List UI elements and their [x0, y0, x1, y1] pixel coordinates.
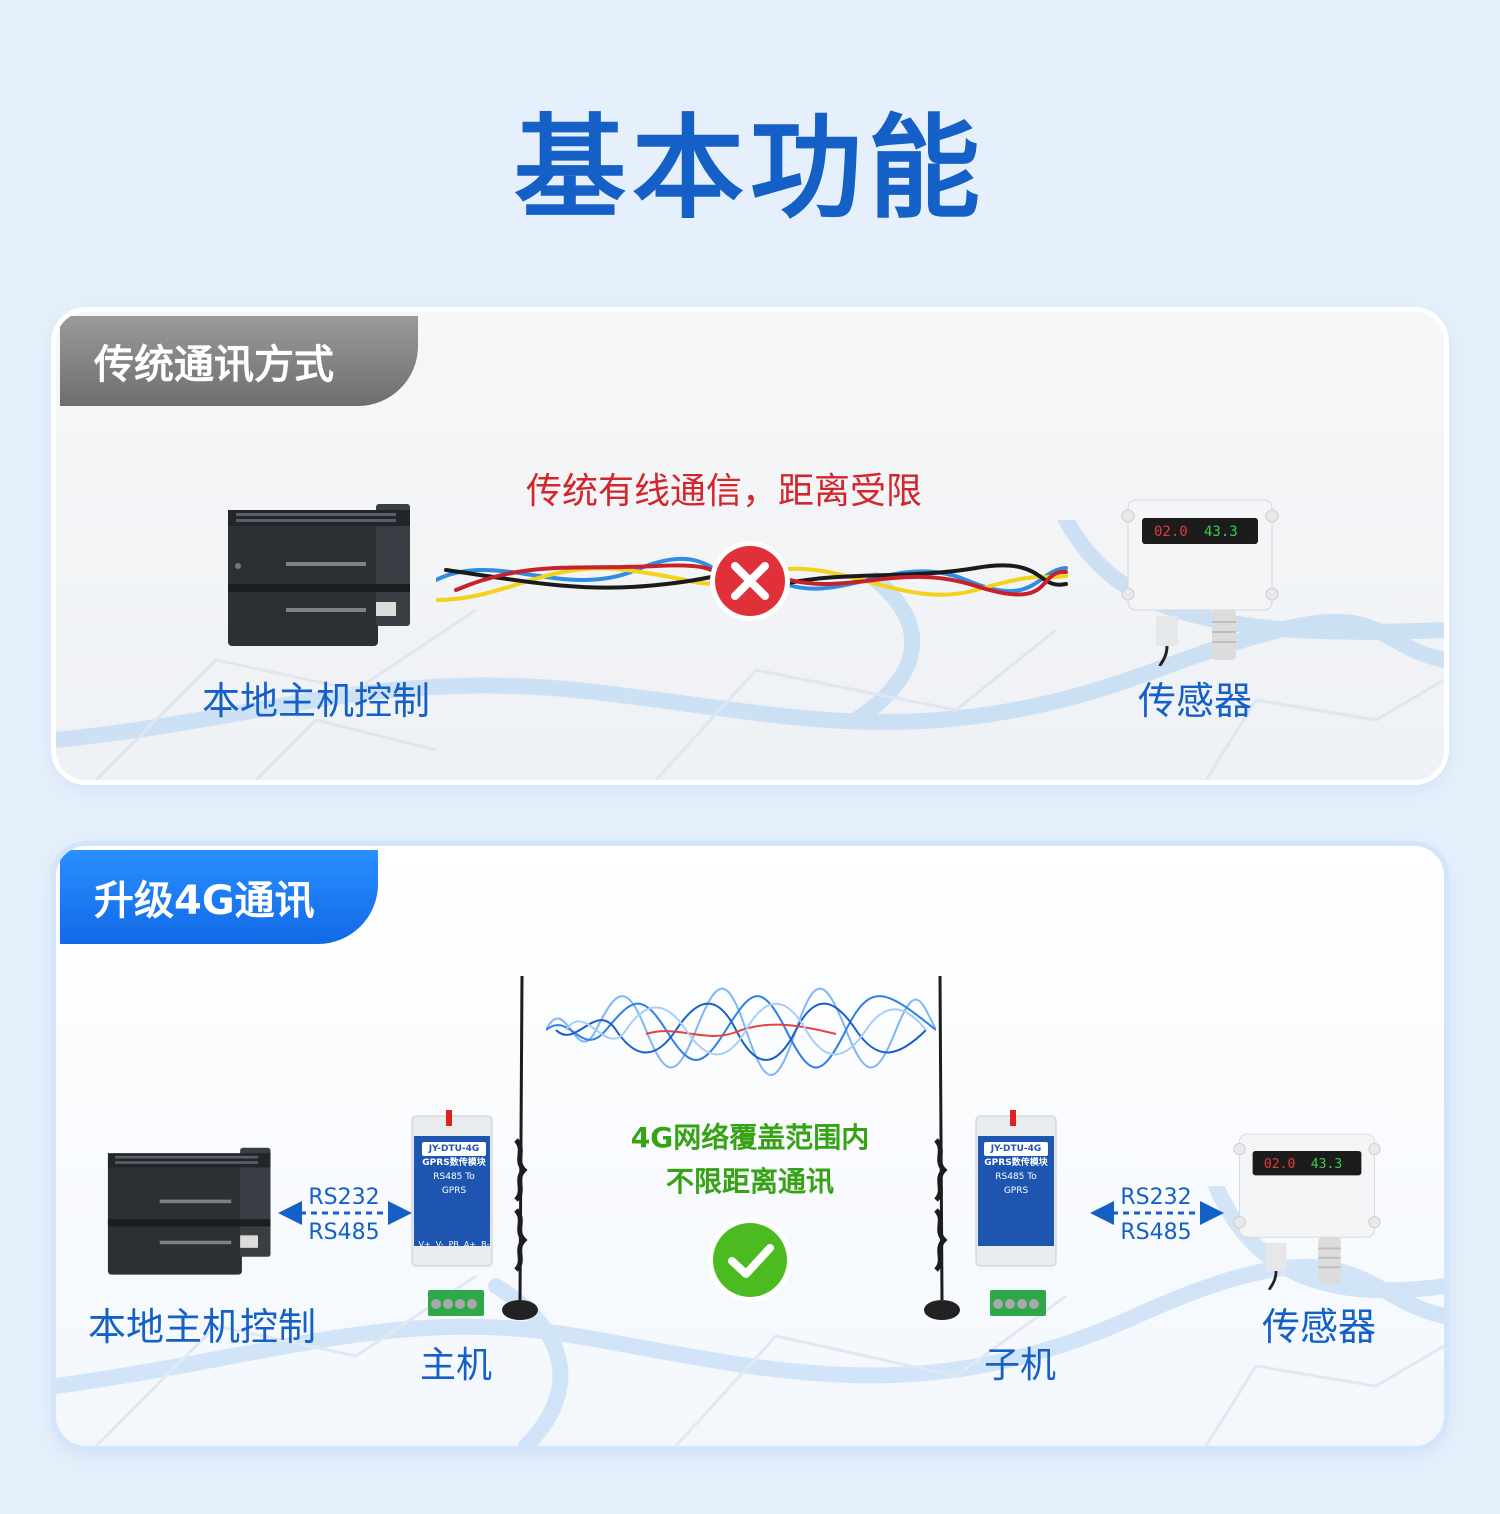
terminal-strip: V+ V- PB A+ B- — [416, 1240, 492, 1249]
traditional-tab: 传统通讯方式 — [60, 316, 418, 406]
coverage-line-1: 4G网络覆盖范围内 — [630, 1121, 870, 1154]
upgrade-tab: 升级4G通讯 — [60, 850, 378, 944]
device-model: JY-DTU-4G — [984, 1142, 1048, 1156]
plc-controller — [228, 504, 410, 646]
device-name: GPRS数传模块 — [422, 1158, 486, 1168]
sensor-humidity: 43.3 — [1311, 1157, 1343, 1172]
traditional-card: 传统通讯方式 传统有线通信，距离受限 本地主机控制 — [56, 312, 1444, 780]
error-x-icon — [710, 541, 790, 621]
right-link-top: RS232 — [1120, 1185, 1192, 1210]
wired-limit-caption: 传统有线通信，距离受限 — [526, 471, 923, 512]
sensor-temp: 02.0 — [1264, 1157, 1296, 1172]
master-label: 主机 — [420, 1345, 493, 1386]
signal-wave-icon — [546, 987, 936, 1076]
device-subtitle-2: GPRS — [441, 1186, 467, 1196]
terminal-aplus: A+ — [463, 1240, 477, 1249]
device-subtitle-2: GPRS — [1003, 1186, 1029, 1196]
device-subtitle-1: RS485 To — [433, 1172, 475, 1182]
sensor-label: 传感器 — [1138, 679, 1253, 723]
sensor-temp: 02.0 — [1154, 524, 1188, 540]
map-background — [56, 520, 1444, 780]
page-title: 基本功能 — [514, 104, 986, 234]
terminal-vplus: V+ — [418, 1240, 431, 1249]
terminal-block — [990, 1290, 1046, 1316]
host-label: 本地主机控制 — [88, 1305, 317, 1349]
upgrade-card: 升级4G通讯 本地主机控制 RS232 RS485 — [56, 846, 1444, 1446]
plc-controller — [107, 1147, 271, 1275]
terminal-pb: PB — [448, 1240, 459, 1249]
sensor-humidity: 43.3 — [1204, 524, 1238, 540]
host-label: 本地主机控制 — [202, 679, 431, 723]
terminal-block — [428, 1290, 484, 1316]
device-subtitle-1: RS485 To — [995, 1172, 1037, 1182]
arrow-double-icon — [278, 1201, 412, 1225]
sensor-device: 02.0 43.3 — [1121, 499, 1279, 666]
sensor-device: 02.0 43.3 — [1233, 1133, 1381, 1290]
check-icon — [708, 1218, 792, 1302]
left-link-bottom: RS485 — [308, 1220, 380, 1245]
left-link-top: RS232 — [308, 1185, 380, 1210]
sensor-label: 传感器 — [1262, 1305, 1377, 1349]
coverage-text: 4G网络覆盖范围内 不限距离通讯 — [580, 1116, 920, 1204]
terminal-vminus: V- — [435, 1240, 444, 1249]
terminal-bminus: B- — [481, 1240, 490, 1249]
device-name: GPRS数传模块 — [984, 1158, 1048, 1168]
device-model: JY-DTU-4G — [422, 1142, 486, 1156]
arrow-double-icon — [1090, 1201, 1224, 1225]
slave-label: 子机 — [984, 1345, 1057, 1386]
coverage-line-2: 不限距离通讯 — [665, 1165, 834, 1198]
right-link-bottom: RS485 — [1120, 1220, 1192, 1245]
